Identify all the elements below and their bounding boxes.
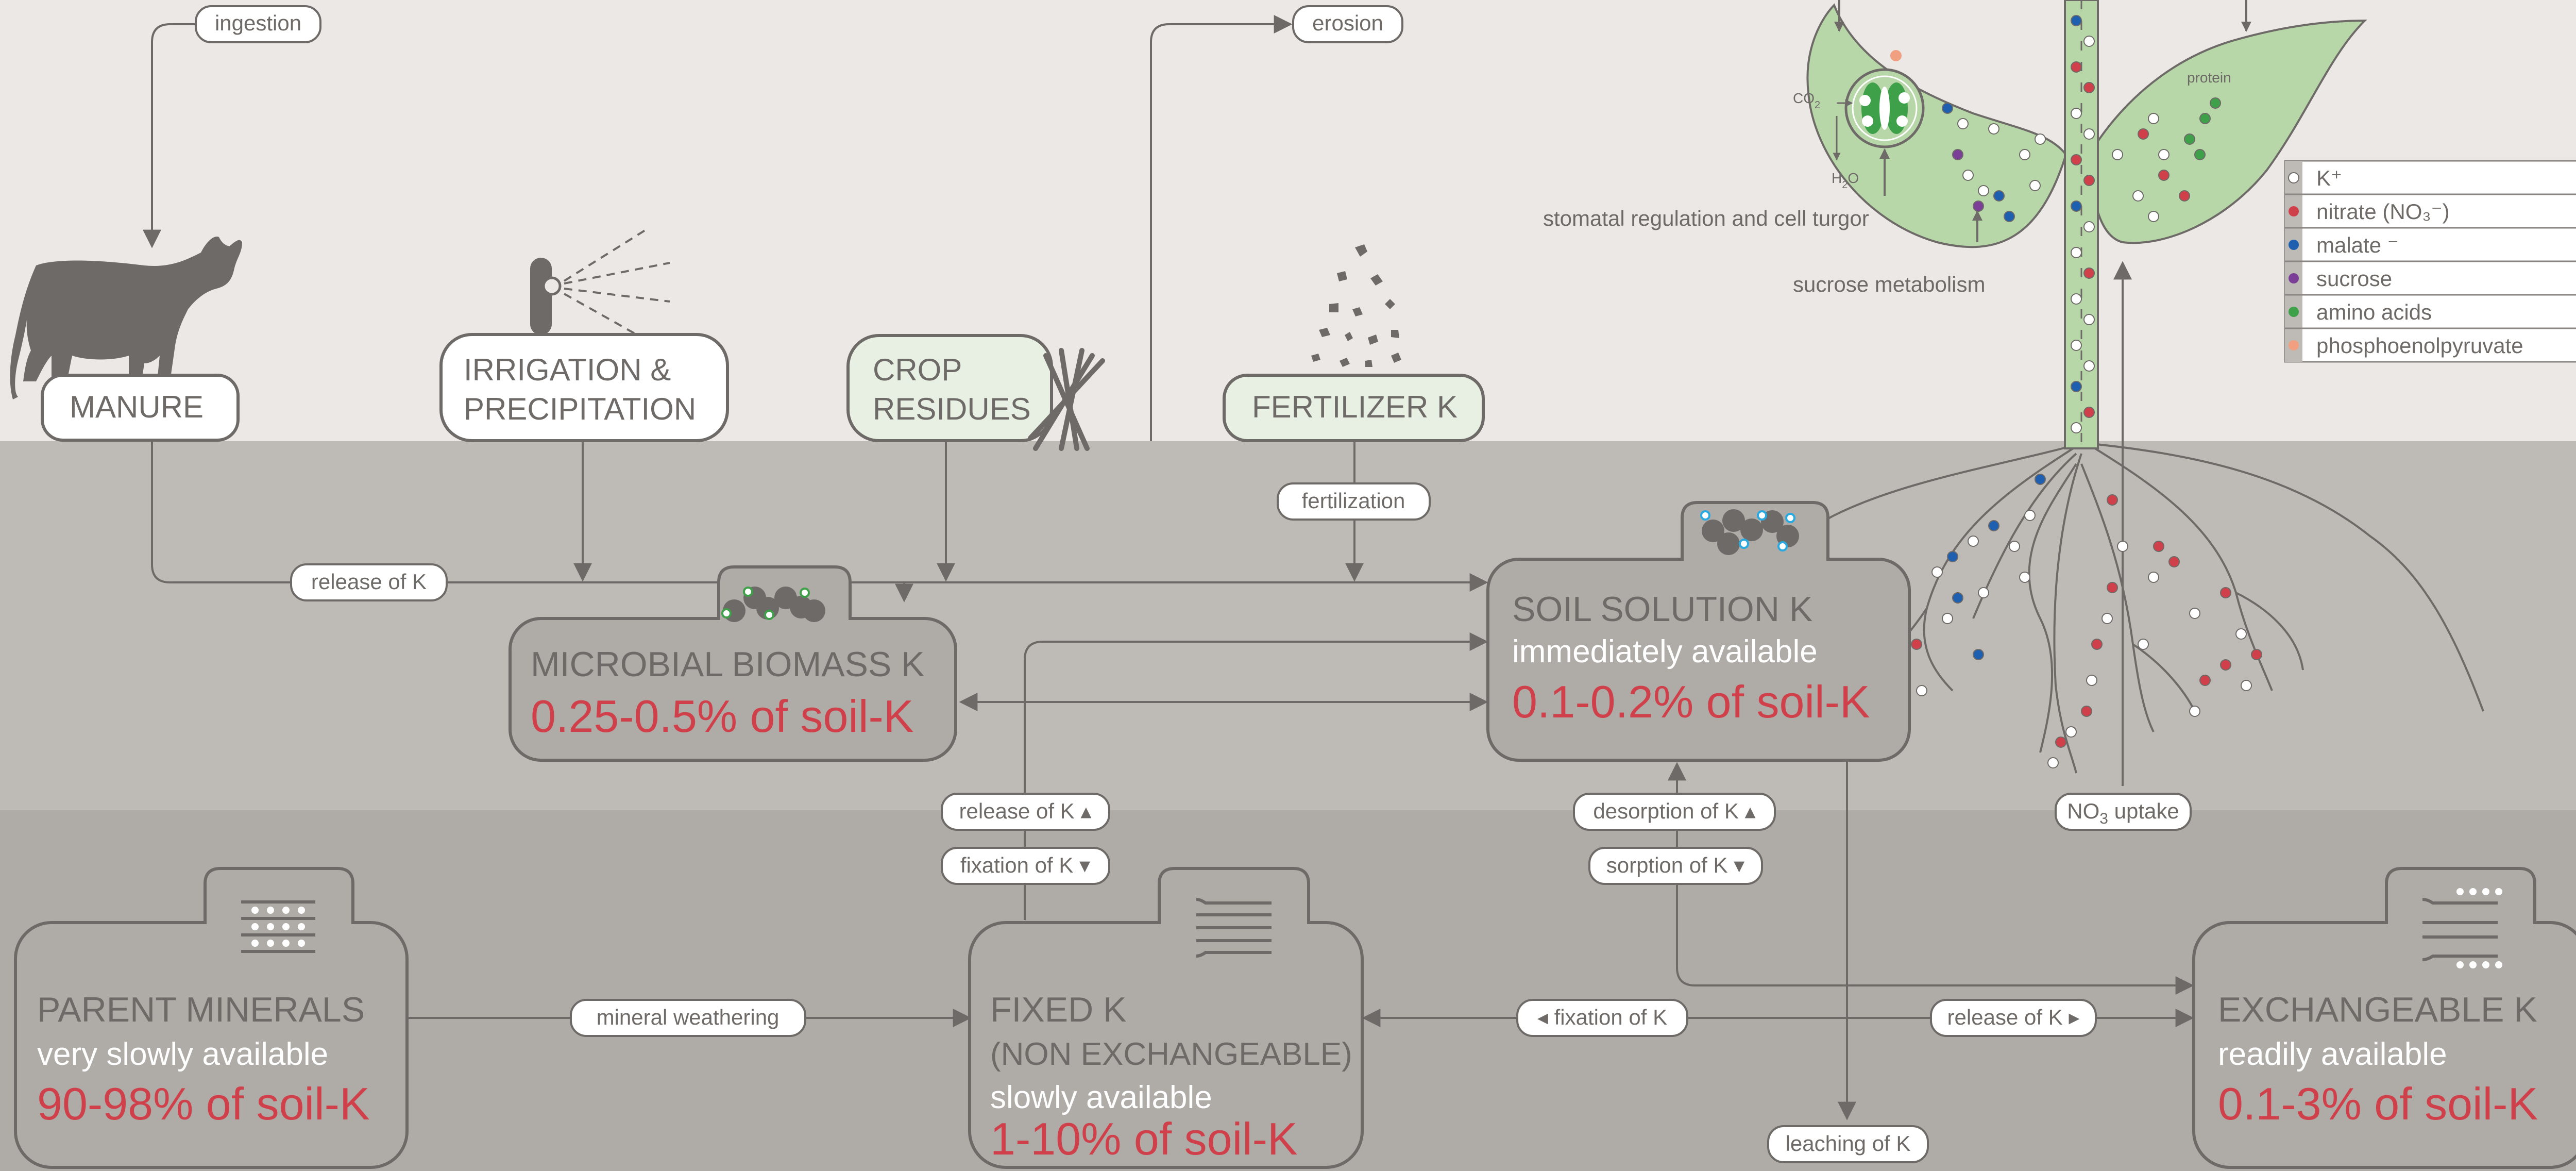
soil-particles-microbes-icon — [721, 587, 825, 622]
parent-minerals-subtitle: very slowly available — [37, 1036, 328, 1072]
leaching-label: leaching of K — [1786, 1131, 1911, 1156]
collapsed-layers-icon — [1196, 898, 1272, 958]
fertilization-label: fertilization — [1302, 489, 1405, 513]
erosion-pill — [1292, 5, 1403, 43]
exchangeable-k-pool: EXCHANGEABLE K readily available 0.1-3% … — [2192, 867, 2576, 1169]
fixed-k-title-line2: (NON EXCHANGEABLE) — [990, 1036, 1352, 1072]
legend-label-malate: malate ⁻ — [2316, 233, 2399, 257]
legend-swatch-k — [2288, 172, 2299, 183]
stoma — [1844, 50, 1925, 148]
sorption-pill — [1588, 847, 1763, 885]
legend-label-amino: amino acids — [2316, 300, 2432, 324]
crop-residues-box — [846, 334, 1053, 442]
irrigation-label-line2: PRECIPITATION — [464, 392, 696, 426]
fixation-k-down-label: fixation of K ▾ — [960, 853, 1090, 877]
release-k-up-pill — [941, 793, 1110, 831]
right-leaf — [2088, 19, 2367, 244]
release-k-right-label: release of K ▸ — [1947, 1005, 2080, 1029]
irrigation-box — [439, 333, 729, 442]
soil-solution-subtitle: immediately available — [1512, 634, 1818, 670]
legend-label-k: K⁺ — [2316, 166, 2342, 190]
legend: K⁺ nitrate (NO₃⁻) malate ⁻ sucrose amino… — [2284, 160, 2576, 363]
legend-label-pep: phosphoenolpyruvate — [2316, 333, 2523, 358]
mineral-layers-icon — [241, 900, 315, 953]
leaf-ions — [1942, 97, 2221, 222]
mineral-weathering-label: mineral weathering — [597, 1005, 779, 1029]
soil-solution-title: SOIL SOLUTION K — [1512, 590, 1812, 629]
parent-minerals-pool: PARENT MINERALS very slowly available 90… — [14, 867, 409, 1169]
stem-ions — [2071, 15, 2095, 433]
legend-label-nitrate: nitrate (NO₃⁻) — [2316, 199, 2450, 224]
exchangeable-k-subtitle: readily available — [2218, 1036, 2447, 1072]
legend-label-sucrose: sucrose — [2316, 266, 2392, 291]
no3-uptake-pill — [2055, 793, 2192, 831]
manure-box — [41, 374, 240, 442]
sprinkler-icon — [530, 228, 670, 341]
irrigation-label-line1: IRRIGATION & — [464, 353, 671, 387]
legend-swatch-nitrate — [2289, 206, 2299, 216]
soil-particles-ions-icon — [1700, 509, 1799, 555]
stomatal-regulation-label: stomatal regulation and cell turgor — [1543, 206, 1869, 230]
fixation-k-left-pill — [1516, 999, 1688, 1037]
fertilizer-box — [1223, 374, 1485, 442]
left-leaf — [1806, 3, 2067, 248]
sucrose-metabolism-label: sucrose metabolism — [1793, 272, 1985, 296]
microbial-biomass-pool: MICROBIAL BIOMASS K 0.25-0.5% of soil-K — [509, 565, 957, 762]
legend-swatch-pep — [2289, 340, 2299, 350]
root-ions — [1911, 474, 2262, 768]
fixed-k-title: FIXED K — [990, 990, 1127, 1029]
crop-residues-label-line2: RESIDUES — [873, 392, 1031, 426]
erosion-label: erosion — [1312, 11, 1383, 35]
microbial-share: 0.25-0.5% of soil-K — [531, 691, 914, 742]
desorption-label: desorption of K ▴ — [1593, 799, 1755, 823]
co2-subscript: 2 — [1815, 99, 1820, 111]
plant: CO2 H2O protein — [1793, 0, 2367, 786]
legend-swatch-sucrose — [2289, 273, 2299, 283]
release-k-top-label: release of K — [311, 570, 427, 594]
parent-minerals-title: PARENT MINERALS — [37, 990, 365, 1029]
crop-residues-label-line1: CROP — [873, 353, 962, 387]
ingestion-pill — [195, 5, 321, 43]
h2o-label-end: O — [1848, 170, 1859, 186]
co2-label: CO — [1793, 90, 1815, 106]
sorption-label: sorption of K ▾ — [1606, 853, 1745, 877]
protein-label: protein — [2187, 70, 2231, 86]
exchangeable-k-title: EXCHANGEABLE K — [2218, 990, 2537, 1029]
process-pills: ingestion erosion release of K fertiliza… — [195, 5, 2192, 1163]
release-k-up-label: release of K ▴ — [959, 799, 1092, 823]
fixation-k-down-pill — [941, 847, 1110, 885]
cow-icon — [10, 237, 242, 399]
parent-minerals-share: 90-98% of soil-K — [37, 1078, 370, 1129]
fertilizer-granules-icon — [1311, 244, 1401, 367]
microbial-title: MICROBIAL BIOMASS K — [531, 645, 925, 684]
no3-uptake-label: NO3 uptake — [2067, 799, 2179, 827]
soil-solution-share: 0.1-0.2% of soil-K — [1512, 676, 1870, 727]
svg-text:CO2: CO2 — [1793, 90, 1820, 111]
manure-label: MANURE — [70, 390, 204, 424]
release-k-right-pill — [1930, 999, 2097, 1037]
desorption-pill — [1573, 793, 1776, 831]
release-k-top-pill — [290, 563, 448, 601]
h2o-label: H — [1832, 170, 1842, 186]
ingestion-label: ingestion — [215, 11, 301, 35]
fixed-k-share: 1-10% of soil-K — [990, 1113, 1298, 1164]
fixed-k-subtitle: slowly available — [990, 1080, 1212, 1115]
exchangeable-k-share: 0.1-3% of soil-K — [2218, 1078, 2538, 1129]
svg-text:H2O: H2O — [1832, 170, 1859, 191]
h2o-subscript: 2 — [1842, 179, 1848, 191]
fixed-k-pool: FIXED K (NON EXCHANGEABLE) slowly availa… — [968, 867, 1364, 1169]
expanded-layers-icon — [2422, 888, 2502, 968]
fertilizer-label: FERTILIZER K — [1252, 390, 1458, 424]
mineral-weathering-pill — [570, 999, 806, 1037]
soil-solution-pool: SOIL SOLUTION K immediately available 0.… — [1486, 501, 1911, 762]
legend-swatch-malate — [2289, 240, 2299, 250]
legend-swatch-amino — [2289, 307, 2299, 317]
leaching-pill — [1767, 1125, 1929, 1163]
straw-bundle-icon — [1028, 348, 1105, 451]
fixation-k-left-label: ◂ fixation of K — [1537, 1005, 1667, 1029]
fertilization-pill — [1277, 482, 1431, 521]
